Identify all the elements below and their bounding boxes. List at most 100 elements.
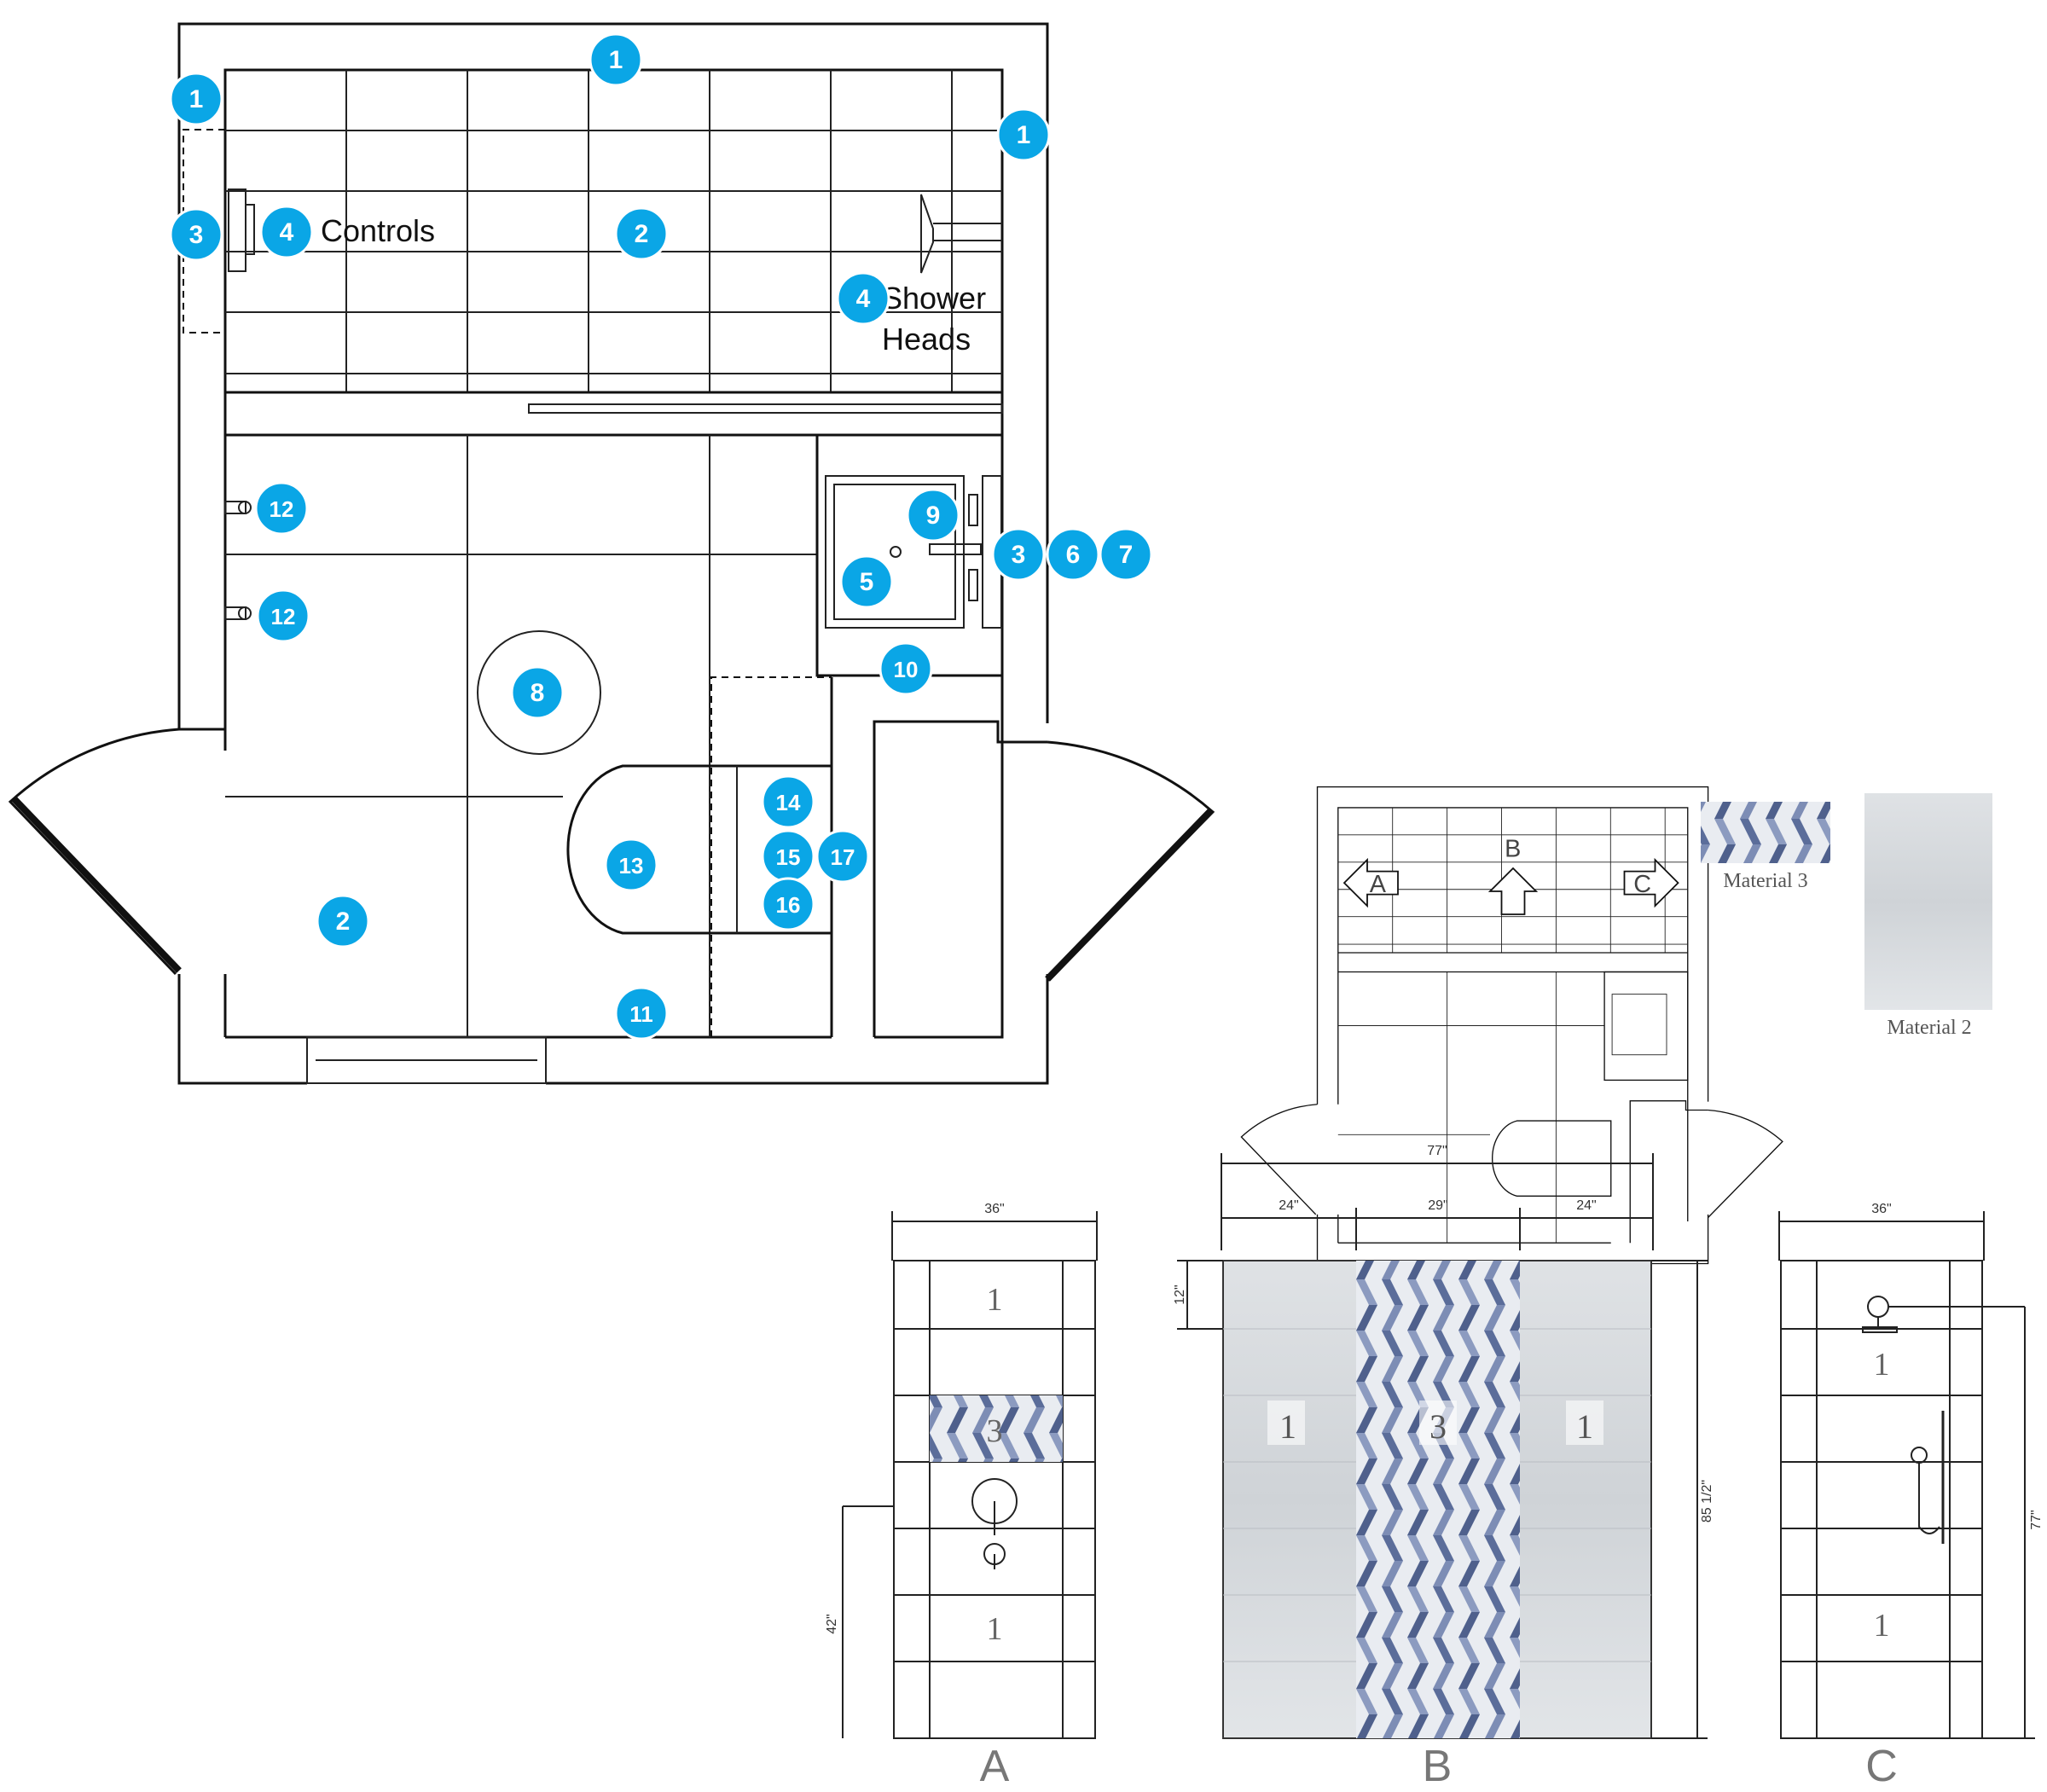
- hook-lower: [224, 606, 246, 620]
- elev-a-caption: A: [980, 1742, 1010, 1788]
- floor-drain-ring: [477, 630, 601, 755]
- elev-b-caption: B: [1423, 1742, 1453, 1788]
- callout-marker-label: 17: [831, 844, 855, 870]
- exterior-wall: [177, 22, 1049, 729]
- elev-b-accent-column: [1356, 1261, 1520, 1738]
- elev-b-right-label: 24": [1576, 1198, 1596, 1213]
- elevation-c: 36" 77" 1 1 C: [1778, 1202, 2044, 1791]
- elev-c-height-label: 77": [2029, 1510, 2044, 1529]
- callout-marker-label: 12: [271, 604, 296, 629]
- callout-marker-circle: [169, 72, 223, 126]
- callout-marker-circle: [996, 107, 1051, 162]
- callout-marker-m1b: 1: [589, 32, 643, 87]
- callout-marker-m15: 15: [761, 829, 815, 884]
- elev-b-height-label: 85 1/2": [1700, 1480, 1714, 1522]
- callout-marker-circle: [614, 986, 669, 1041]
- controls-plate: [245, 204, 255, 255]
- elev-b-tile-right: 1: [1576, 1407, 1593, 1446]
- callout-marker-m2a: 2: [614, 206, 669, 261]
- key-label-b: B: [1505, 836, 1521, 863]
- callout-marker-m1c: 1: [996, 107, 1051, 162]
- toilet-bowl: [566, 764, 833, 935]
- controls-label: Controls: [321, 213, 435, 248]
- door-left-swing: [8, 728, 180, 976]
- elev-a-wall: [893, 1260, 1096, 1739]
- callout-marker-label: 3: [1012, 541, 1026, 569]
- key-label-a: A: [1370, 871, 1387, 898]
- callout-marker-m5: 5: [839, 554, 894, 609]
- callout-marker-m4b: 4: [836, 271, 890, 326]
- callout-marker-circle: [589, 32, 643, 87]
- hook-upper: [224, 501, 246, 514]
- hook-upper-knob: [238, 501, 252, 514]
- callout-marker-label: 11: [629, 1001, 653, 1027]
- shower-head-fixture: [920, 194, 934, 274]
- callout-marker-label: 4: [280, 218, 294, 246]
- callout-marker-m1a: 1: [169, 72, 223, 126]
- callout-marker-label: 10: [894, 657, 919, 682]
- hook-lower-knob: [238, 606, 252, 620]
- callout-marker-m8: 8: [510, 665, 565, 720]
- elev-c-caption: C: [1865, 1742, 1898, 1788]
- door-right-leaf: [1045, 808, 1214, 982]
- faucet: [929, 543, 982, 555]
- callout-marker-m12b: 12: [256, 589, 310, 643]
- toilet-zone-dashed: [710, 676, 832, 1037]
- door-left-jamb: [179, 728, 227, 751]
- callout-marker-m16: 16: [761, 877, 815, 931]
- callout-marker-label: 9: [926, 502, 941, 530]
- callout-marker-circle: [1099, 527, 1153, 582]
- elevation-a: 36" 42" 1 3 1 A: [825, 1202, 1098, 1791]
- material2-label: Material 2: [1887, 1017, 1971, 1039]
- elev-a-tile-mid: 3: [987, 1413, 1003, 1449]
- callout-marker-circle: [879, 641, 933, 696]
- elev-a-width-label: 36": [984, 1202, 1004, 1216]
- faucet-handle-top: [968, 494, 978, 526]
- key-plan: A B C: [1240, 786, 1783, 1265]
- callout-marker-label: 5: [860, 568, 874, 596]
- sink-drain: [890, 546, 902, 558]
- elev-b-tile-label: 12": [1173, 1285, 1187, 1304]
- callout-marker-circle: [836, 271, 890, 326]
- door-left-leaf: [11, 796, 182, 973]
- callout-marker-circle: [169, 207, 223, 262]
- callout-marker-m10: 10: [879, 641, 933, 696]
- callout-marker-circle: [991, 527, 1046, 582]
- material3-label: Material 3: [1723, 870, 1807, 892]
- callout-marker-circle: [761, 774, 815, 829]
- elev-a-tile-bottom: 1: [987, 1611, 1003, 1647]
- exterior-wall-bottom-right: [546, 974, 1049, 1085]
- callout-marker-m13: 13: [604, 838, 658, 892]
- callout-marker-m12a: 12: [254, 481, 309, 536]
- callout-marker-circle: [604, 838, 658, 892]
- callout-marker-label: 15: [776, 844, 801, 870]
- window: [306, 1036, 547, 1084]
- material-swatches: Material 3 Material 2: [1701, 793, 1992, 1039]
- callout-marker-circle: [614, 206, 669, 261]
- callout-marker-label: 1: [1017, 121, 1031, 149]
- material2-swatch: [1864, 793, 1992, 1010]
- key-arrow-b: [1487, 867, 1539, 915]
- callout-marker-m3b: 3: [991, 527, 1046, 582]
- key-arrow-a: [1342, 857, 1399, 908]
- callout-marker-circle: [316, 894, 370, 948]
- sink-basin: [825, 475, 965, 629]
- callout-marker-m11: 11: [614, 986, 669, 1041]
- callout-marker-label: 13: [619, 853, 644, 879]
- elev-b-tile-mid: 3: [1429, 1407, 1447, 1446]
- elev-b-overall-label: 77": [1427, 1144, 1447, 1158]
- elev-c-wall: [1780, 1260, 1983, 1739]
- callout-marker-label: 1: [609, 46, 623, 74]
- elev-a-accent-band: [930, 1395, 1063, 1462]
- elev-b-tile-left: 1: [1279, 1407, 1296, 1446]
- shower-heads-label-line2: Heads: [882, 322, 971, 357]
- callout-marker-circle: [839, 554, 894, 609]
- closet-wall-bottom: [874, 989, 1004, 1039]
- callout-marker-label: 6: [1066, 541, 1081, 569]
- elev-c-shower-head: [1867, 1296, 1889, 1318]
- closet-wall: [873, 720, 1047, 1037]
- key-arrow-c: [1623, 857, 1679, 908]
- callout-marker-m6: 6: [1046, 527, 1100, 582]
